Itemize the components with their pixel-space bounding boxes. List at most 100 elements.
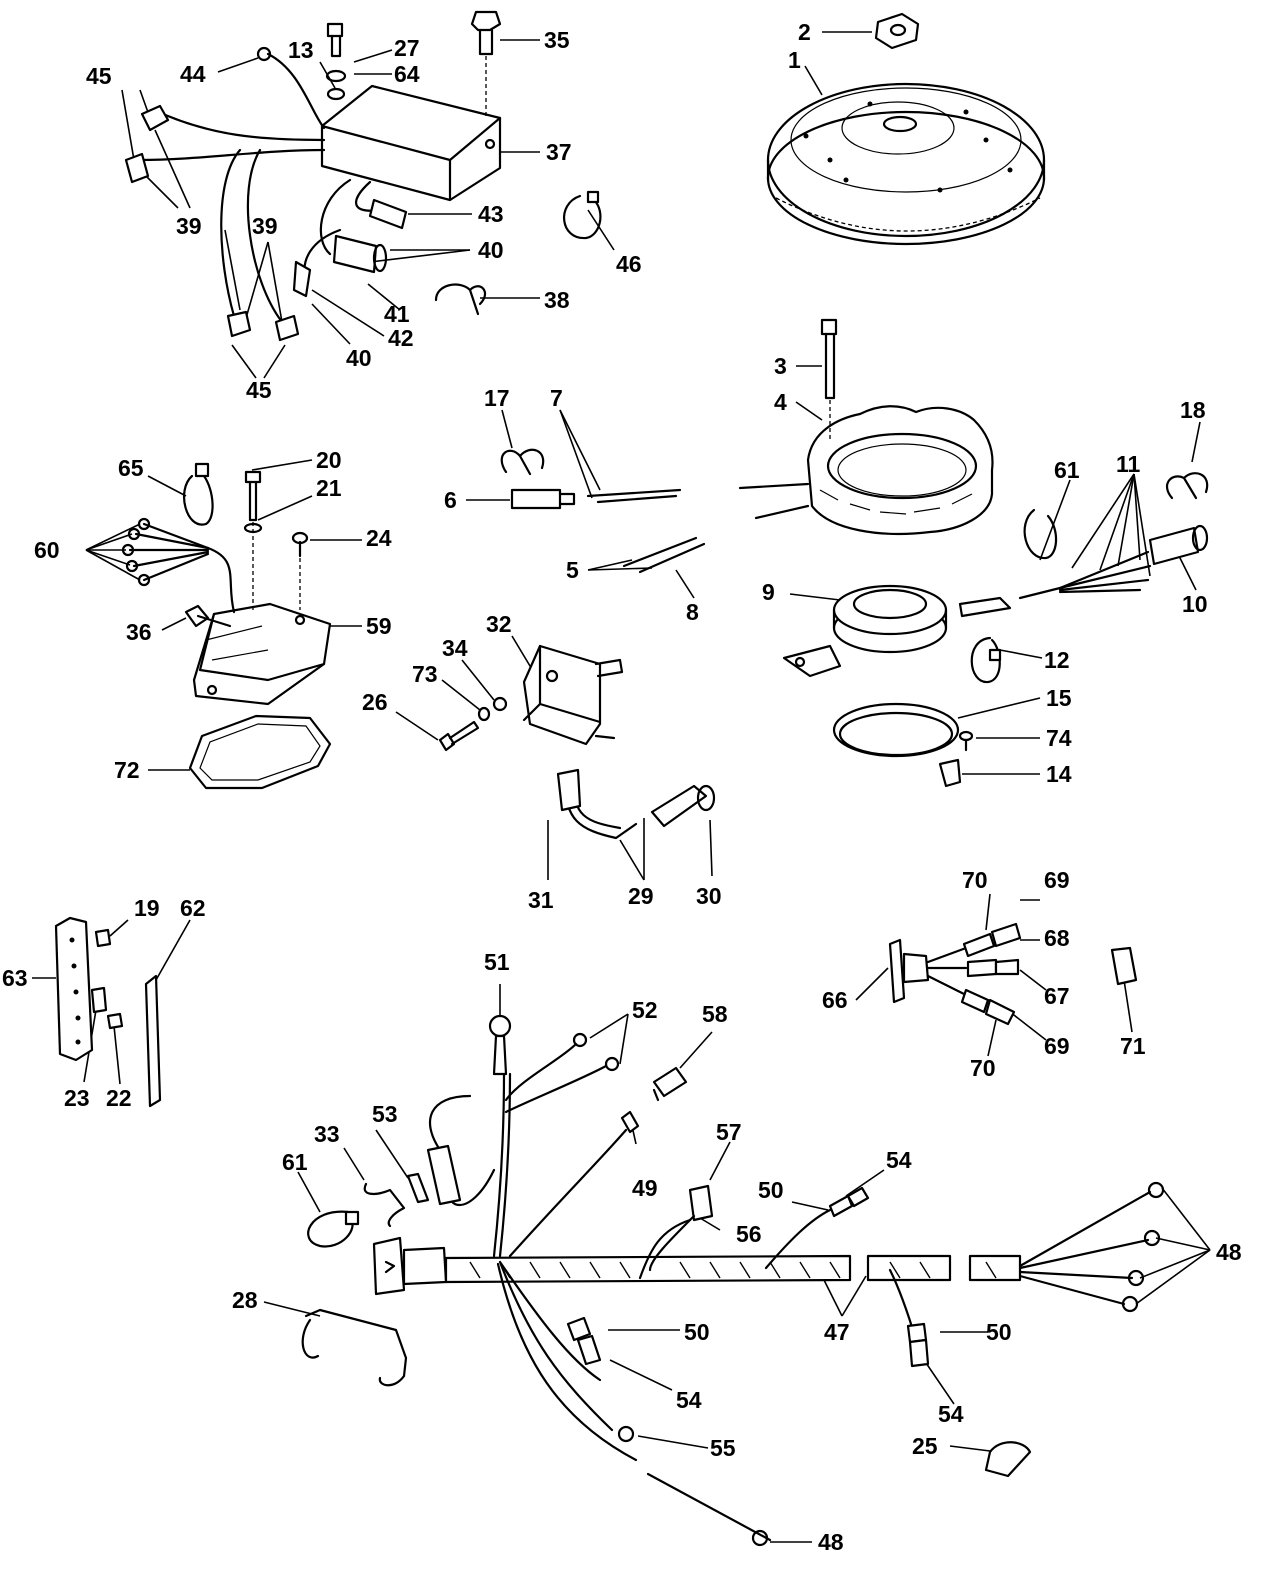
- callout-60: 60: [34, 537, 60, 563]
- callout-48-right: 48: [1216, 1239, 1242, 1265]
- connector-part-10: [1148, 524, 1209, 566]
- callout-38: 38: [544, 287, 570, 313]
- callout-72: 72: [114, 757, 140, 783]
- power-pack-wires: [138, 46, 382, 324]
- harness-branches: [428, 1042, 918, 1542]
- callout-54-right: 54: [938, 1401, 964, 1427]
- stator-leads: [586, 482, 810, 574]
- clamp-part-61b: [307, 1210, 360, 1248]
- callout-26: 26: [362, 689, 388, 715]
- callout-68: 68: [1044, 925, 1070, 951]
- callout-58: 58: [702, 1001, 728, 1027]
- callout-54-upper: 54: [886, 1147, 912, 1173]
- callout-59: 59: [366, 613, 392, 639]
- callout-labels: 1 2 3 4 5 6 7 8 9 10 11 12 13 14 15 17 1…: [2, 19, 1242, 1555]
- cap-part-71: [1110, 946, 1138, 986]
- callout-47: 47: [824, 1319, 850, 1345]
- washer-part-34: [492, 696, 508, 712]
- sleeve-part-54b: [908, 1338, 930, 1368]
- wiring-harness-part-47: [372, 1181, 1165, 1313]
- callout-69-upper: 69: [1044, 867, 1070, 893]
- clamp-part-65: [183, 462, 214, 526]
- clip-part-14: [938, 758, 962, 788]
- callout-43: 43: [478, 201, 504, 227]
- callout-45-bottom: 45: [246, 377, 272, 403]
- callout-69-lower: 69: [1044, 1033, 1070, 1059]
- callout-34: 34: [442, 635, 468, 661]
- callout-41: 41: [384, 301, 410, 327]
- sleeve-part-67: [994, 958, 1020, 976]
- screw-part-22: [106, 1012, 124, 1030]
- callout-53: 53: [372, 1101, 398, 1127]
- callout-5: 5: [566, 557, 579, 583]
- callout-40-lower: 40: [346, 345, 372, 371]
- connector-part-43: [368, 198, 408, 230]
- callout-44: 44: [180, 61, 206, 87]
- callout-54-left: 54: [676, 1387, 702, 1413]
- callout-1: 1: [788, 47, 801, 73]
- callout-20: 20: [316, 447, 342, 473]
- connector-part-41: [332, 234, 388, 274]
- callout-14: 14: [1046, 761, 1072, 787]
- callout-52: 52: [632, 997, 658, 1023]
- callout-61-upper: 61: [1054, 457, 1080, 483]
- bolt-part-27: [326, 22, 344, 58]
- clip-part-17: [500, 448, 545, 476]
- callout-73: 73: [412, 661, 438, 687]
- callout-39-left: 39: [176, 213, 202, 239]
- callout-70-lower: 70: [970, 1055, 996, 1081]
- callout-35: 35: [544, 27, 570, 53]
- callout-49: 49: [632, 1175, 658, 1201]
- terminal-block-part-63: [54, 916, 94, 1062]
- callout-67: 67: [1044, 983, 1070, 1009]
- callout-50-right: 50: [986, 1319, 1012, 1345]
- cover-part-62: [144, 974, 162, 1108]
- washer-part-64: [325, 69, 347, 83]
- connector-part-6: [510, 488, 576, 510]
- callout-51: 51: [484, 949, 510, 975]
- callout-15: 15: [1046, 685, 1072, 711]
- callout-56: 56: [736, 1221, 762, 1247]
- gasket-part-72: [188, 714, 332, 790]
- washer-part-73: [477, 706, 491, 722]
- boot-part-31: [556, 768, 582, 812]
- callout-74: 74: [1046, 725, 1072, 751]
- module-leads-part-60: [121, 517, 236, 614]
- callout-63: 63: [2, 965, 28, 991]
- callout-7: 7: [550, 385, 563, 411]
- callout-17: 17: [484, 385, 510, 411]
- callout-22: 22: [106, 1085, 132, 1111]
- callout-37: 37: [546, 139, 572, 165]
- callout-39-right: 39: [252, 213, 278, 239]
- fuse-part-53: [406, 1172, 430, 1204]
- connector-part-58: [652, 1066, 688, 1102]
- ring-terminal-part-51: [488, 1014, 512, 1076]
- screw-part-74: [958, 730, 974, 752]
- timer-base-part-9: [782, 584, 1012, 678]
- ring-terminal-part-55: [617, 1425, 635, 1443]
- screw-part-3: [820, 318, 838, 440]
- bracket-part-28: [301, 1308, 408, 1387]
- washer-part-13: [326, 87, 346, 101]
- terminal-part-68: [966, 958, 998, 978]
- callout-29: 29: [628, 883, 654, 909]
- clip-part-33: [363, 1182, 406, 1228]
- clip-part-23: [90, 986, 108, 1014]
- callout-66: 66: [822, 987, 848, 1013]
- callout-33: 33: [314, 1121, 340, 1147]
- callout-23: 23: [64, 1085, 90, 1111]
- screw-part-26: [438, 720, 480, 752]
- clamp-part-46: [563, 190, 602, 240]
- ground-terminal-part-36: [184, 604, 232, 628]
- callout-8: 8: [686, 599, 699, 625]
- spark-plug-boots-part-45: [124, 104, 300, 342]
- bolt-part-35: [470, 10, 502, 118]
- callout-13: 13: [288, 37, 314, 63]
- clip-part-38: [434, 283, 487, 316]
- callout-70-upper: 70: [962, 867, 988, 893]
- callout-3: 3: [774, 353, 787, 379]
- callout-19: 19: [134, 895, 160, 921]
- callout-4: 4: [774, 389, 787, 415]
- washer-part-21: [243, 522, 263, 534]
